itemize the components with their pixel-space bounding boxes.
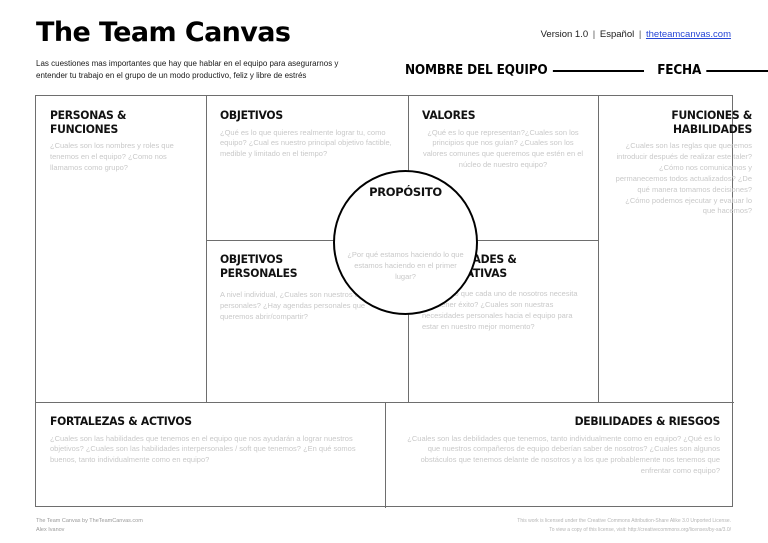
grid-divider-v1 [206, 96, 207, 402]
footer-license: This work is licensed under the Creative… [517, 517, 731, 534]
footer-license-line-2: To view a copy of this license, visit: h… [549, 526, 731, 533]
cell-body-objetivos-personales: A nivel individual, ¿Cuales son nuestros… [220, 290, 385, 321]
page-subtitle: Las cuestiones mas importantes que hay q… [36, 59, 339, 80]
site-link[interactable]: theteamcanvas.com [645, 29, 731, 40]
cell-title-objetivos-personales: OBJETIVOS PERSONALES [220, 252, 298, 280]
cell-title-proposito: PROPÓSITO [369, 185, 442, 199]
cell-objetivos[interactable]: OBJETIVOS ¿Qué es lo que quieres realmen… [212, 102, 402, 238]
cell-title-funciones: FUNCIONES & HABILIDADES [671, 108, 752, 136]
team-name-input[interactable] [553, 70, 645, 72]
footer-credit: The Team Canvas by TheTeamCanvas.com Ale… [36, 517, 143, 536]
cell-personas-y-funciones[interactable]: PERSONAS & FUNCIONES ¿Cuales son los nom… [42, 102, 200, 392]
cell-fortalezas-y-activos[interactable]: FORTALEZAS & ACTIVOS ¿Cuales son las hab… [42, 408, 382, 500]
page-title: The Team Canvas [36, 17, 291, 48]
cell-title-fortalezas: FORTALEZAS & ACTIVOS [50, 414, 192, 428]
team-name-label: NOMBRE DEL EQUIPO [405, 63, 548, 78]
cell-body-personas: ¿Cuales son los nombres y roles que tene… [50, 141, 174, 172]
header-form-fields: NOMBRE DEL EQUIPO FECHA [405, 63, 768, 78]
grid-divider-h-objetivos [206, 240, 408, 241]
cell-title-personas: PERSONAS & FUNCIONES [50, 108, 127, 136]
cell-objetivos-personales[interactable]: OBJETIVOS PERSONALES A nivel individual,… [212, 246, 402, 392]
cell-body-necesidades: ¿Qué es lo que cada uno de nosotros nece… [422, 289, 578, 331]
meta-separator-1: | [592, 29, 596, 40]
cell-body-debilidades: ¿Cuales son las debilidades que tenemos,… [407, 433, 720, 476]
footer-license-line-1: This work is licensed under the Creative… [517, 518, 731, 524]
cell-body-proposito: ¿Por qué estamos haciendo lo que estamos… [347, 250, 464, 281]
date-label: FECHA [657, 63, 702, 78]
grid-divider-h-valores [408, 240, 598, 241]
grid-divider-v3 [598, 96, 599, 402]
cell-title-debilidades: DEBILIDADES & RIESGOS [574, 414, 721, 428]
cell-valores[interactable]: VALORES ¿Qué es lo que representan?¿Cual… [414, 102, 592, 238]
cell-title-valores: VALORES [422, 108, 476, 122]
cell-body-valores: ¿Qué es lo que representan?¿Cuales son l… [422, 127, 584, 170]
footer-credit-line-2: Alex Ivanov [36, 527, 65, 534]
language-label[interactable]: Español [599, 29, 635, 40]
cell-body-funciones: ¿Cuales son las reglas que queremos intr… [615, 141, 752, 216]
footer-credit-line-1: The Team Canvas by TheTeamCanvas.com [36, 518, 143, 524]
meta-separator-2: | [638, 29, 642, 40]
cell-body-fortalezas: ¿Cuales son las habilidades que tenemos … [50, 433, 356, 465]
cell-body-objetivos: ¿Qué es lo que quieres realmente lograr … [220, 127, 392, 159]
date-input[interactable] [706, 70, 768, 72]
canvas-grid: PERSONAS & FUNCIONES ¿Cuales son los nom… [35, 95, 752, 508]
header-meta: Version 1.0 | Español | theteamcanvas.co… [541, 29, 731, 40]
grid-divider-v-bottom [385, 402, 386, 508]
cell-proposito-circle[interactable]: PROPÓSITO ¿Por qué estamos haciendo lo q… [333, 170, 478, 315]
cell-title-objetivos: OBJETIVOS [220, 108, 283, 122]
version-label: Version 1.0 [540, 29, 589, 40]
cell-debilidades-y-riesgos[interactable]: DEBILIDADES & RIESGOS ¿Cuales son las de… [392, 408, 728, 500]
cell-funciones-y-habilidades[interactable]: FUNCIONES & HABILIDADES ¿Cuales son las … [604, 102, 760, 392]
